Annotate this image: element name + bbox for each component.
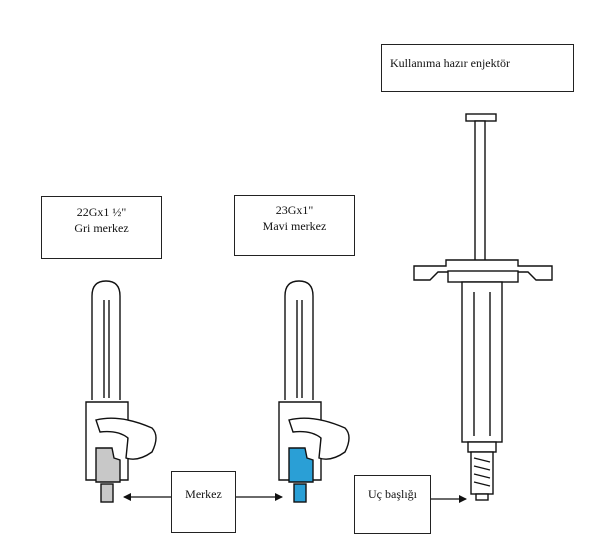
- needle-23g-hub: [288, 447, 314, 483]
- needle-23g-hub-color-text: Mavi merkez: [262, 219, 327, 233]
- needle-23g-label-box: 23Gx1" Mavi merkez: [234, 195, 355, 256]
- needle-23g-gauge: 23Gx1": [275, 203, 314, 217]
- needle-22g-hub-color-text: Gri merkez: [74, 221, 129, 235]
- hub-callout-label: Merkez: [185, 487, 222, 501]
- tip-cap-callout-label: Uç başlığı: [368, 487, 417, 501]
- tip-cap-callout-box: Uç başlığı: [354, 475, 431, 534]
- syringe-illustration: [413, 113, 553, 501]
- needle-22g-hub: [95, 447, 121, 483]
- needle-23g-illustration: [278, 280, 350, 503]
- syringe-label-box: Kullanıma hazır enjektör: [381, 44, 574, 92]
- needle-22g-illustration: [85, 280, 157, 503]
- needle-22g-label-box: 22Gx1 ½" Gri merkez: [41, 196, 162, 259]
- hub-callout-box: Merkez: [171, 471, 236, 533]
- syringe-label: Kullanıma hazır enjektör: [390, 56, 510, 70]
- needle-22g-gauge: 22Gx1 ½": [76, 205, 127, 219]
